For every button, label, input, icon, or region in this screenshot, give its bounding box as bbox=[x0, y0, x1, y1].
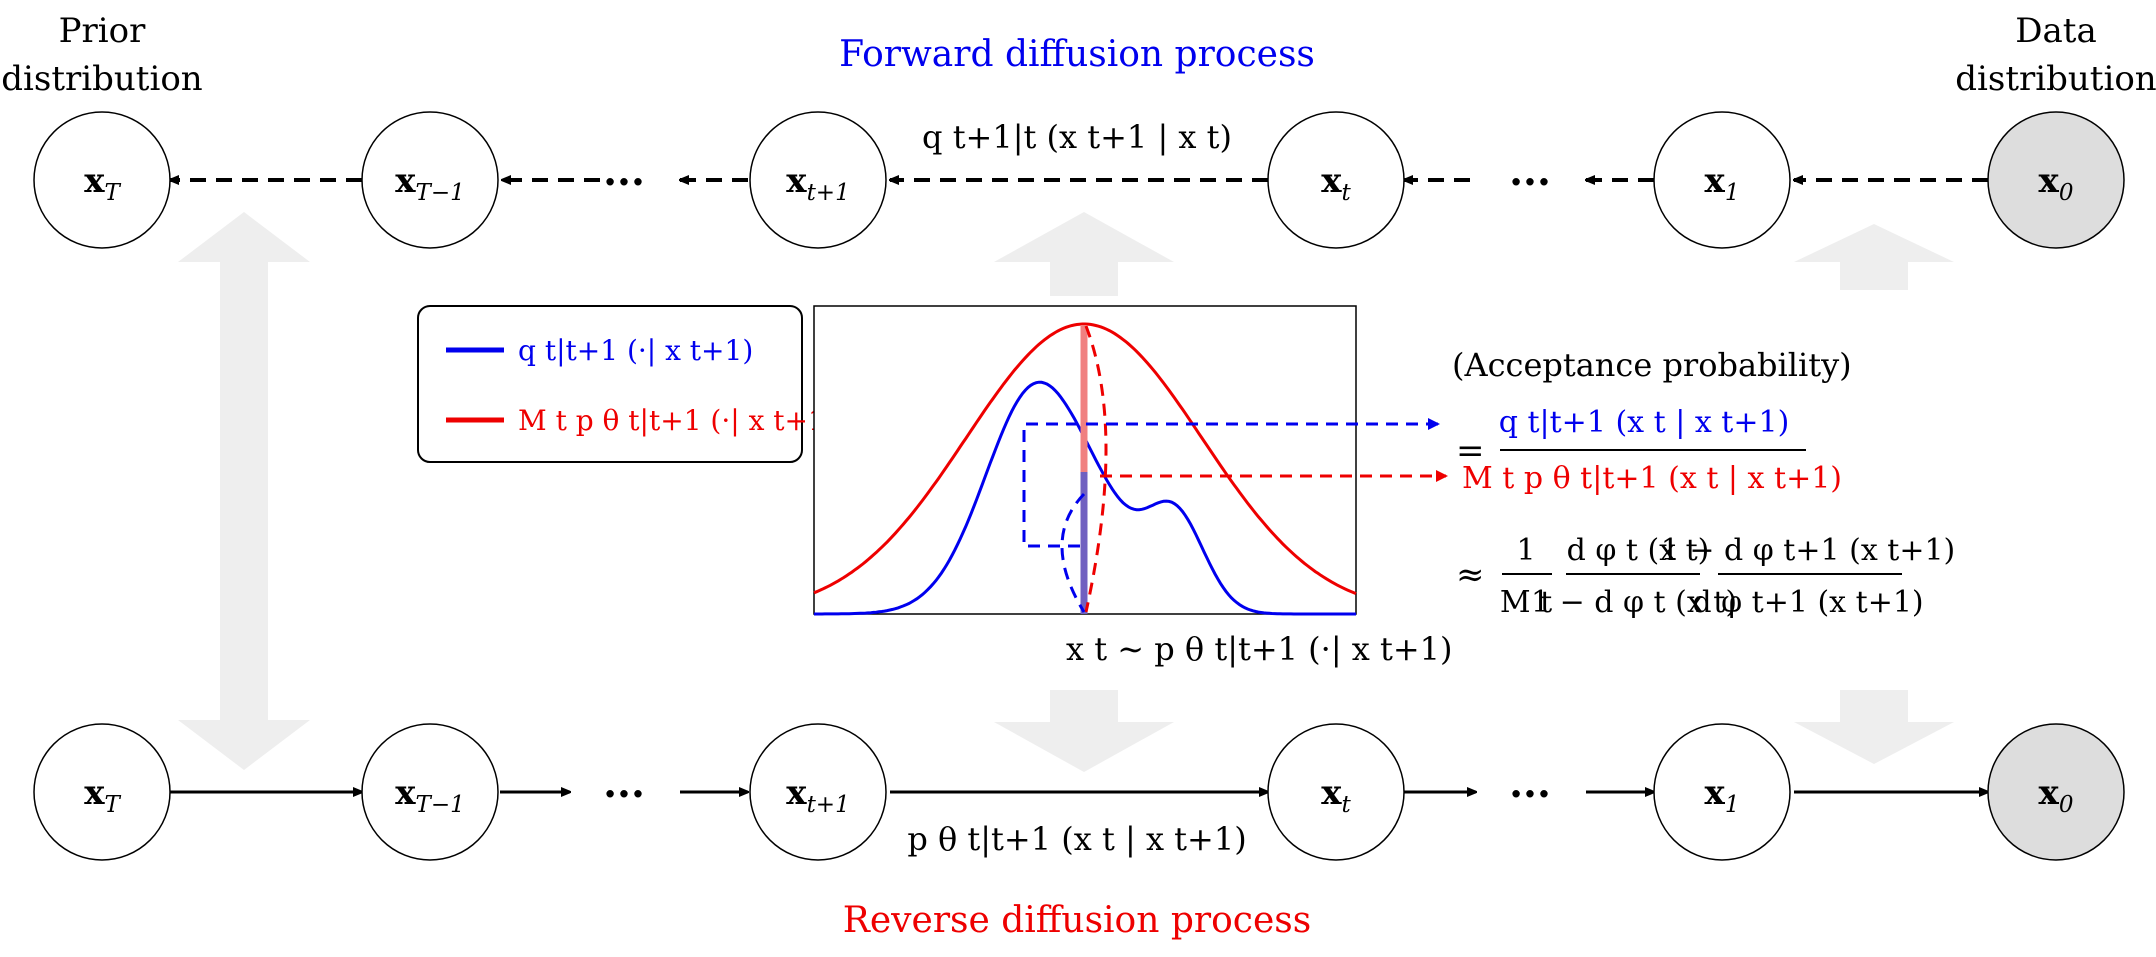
gray-arrows bbox=[178, 212, 1954, 772]
prior-label-line2: distribution bbox=[1, 59, 202, 99]
frac2-numerator: 1 bbox=[1516, 533, 1535, 568]
ellipsis-top-left: ··· bbox=[603, 159, 645, 206]
node-xtp1-bottom: xt+1 bbox=[749, 723, 887, 861]
svg-text:x0: x0 bbox=[2039, 161, 2074, 206]
frac1-numerator: q t|t+1 (x t | x t+1) bbox=[1499, 405, 1790, 440]
forward-kernel-label: q t+1|t (x t+1 | x t) bbox=[922, 118, 1232, 156]
legend: q t|t+1 (·| x t+1) M t p θ t|t+1 (·| x t… bbox=[417, 305, 837, 463]
node-xtp1-top: xt+1 bbox=[749, 111, 887, 249]
up-arrow-center bbox=[994, 212, 1174, 296]
svg-text:xT: xT bbox=[84, 773, 121, 818]
reverse-title: Reverse diffusion process bbox=[843, 900, 1311, 941]
node-xt-top: xt bbox=[1267, 111, 1405, 249]
data-label-line2: distribution bbox=[1955, 59, 2156, 99]
frac4-numerator: 1 − d φ t+1 (x t+1) bbox=[1661, 533, 1956, 568]
top-nodes: xT xT−1 ··· xt+1 xt ··· x1 x0 bbox=[33, 111, 2125, 249]
up-arrow-right bbox=[1794, 224, 1954, 290]
node-x0-top: x0 bbox=[1987, 111, 2125, 249]
acceptance-formula: (Acceptance probability) = q t|t+1 (x t … bbox=[1452, 346, 1955, 620]
svg-text:xT−1: xT−1 bbox=[395, 773, 465, 818]
double-arrow-left bbox=[178, 212, 310, 770]
frac3-denominator: 1 − d φ t (x t) bbox=[1531, 585, 1737, 620]
red-envelope-curve bbox=[813, 322, 1357, 595]
down-arrow-right bbox=[1794, 690, 1954, 764]
ellipsis-bottom-right: ··· bbox=[1509, 771, 1551, 818]
legend-q-entry: q t|t+1 (·| x t+1) bbox=[518, 334, 753, 367]
formula-approx: ≈ bbox=[1456, 555, 1485, 595]
plot-panel bbox=[813, 305, 1448, 616]
svg-text:xt+1: xt+1 bbox=[786, 773, 849, 818]
frac2-denominator: M t bbox=[1500, 585, 1552, 620]
bottom-nodes: xT xT−1 ··· xt+1 xt ··· x1 x0 bbox=[33, 723, 2125, 861]
sample-label: x t ∼ p θ t|t+1 (·| x t+1) bbox=[1066, 630, 1453, 668]
node-x1-top: x1 bbox=[1653, 111, 1791, 249]
svg-text:x1: x1 bbox=[1705, 773, 1740, 818]
forward-title: Forward diffusion process bbox=[839, 34, 1315, 75]
node-xT-top: xT bbox=[33, 111, 171, 249]
svg-text:x1: x1 bbox=[1705, 161, 1740, 206]
down-arrow-center bbox=[994, 690, 1174, 772]
node-x0-bottom: x0 bbox=[1987, 723, 2125, 861]
frac3-numerator: d φ t (x t) bbox=[1567, 533, 1710, 568]
node-xTm1-top: xT−1 bbox=[361, 111, 499, 249]
frac4-denominator: d φ t+1 (x t+1) bbox=[1692, 585, 1923, 620]
svg-text:xT−1: xT−1 bbox=[395, 161, 465, 206]
blue-dashed-arc bbox=[1060, 492, 1086, 613]
node-xt-bottom: xt bbox=[1267, 723, 1405, 861]
data-label-line1: Data bbox=[2015, 11, 2096, 51]
node-xTm1-bottom: xT−1 bbox=[361, 723, 499, 861]
formula-eq: = bbox=[1456, 431, 1485, 471]
svg-text:xT: xT bbox=[84, 161, 121, 206]
svg-text:xt+1: xt+1 bbox=[786, 161, 849, 206]
acceptance-title: (Acceptance probability) bbox=[1452, 346, 1852, 384]
ellipsis-top-right: ··· bbox=[1509, 159, 1551, 206]
frac1-denominator: M t p θ t|t+1 (x t | x t+1) bbox=[1462, 461, 1842, 496]
node-xT-bottom: xT bbox=[33, 723, 171, 861]
node-x1-bottom: x1 bbox=[1653, 723, 1791, 861]
svg-text:xt: xt bbox=[1321, 161, 1351, 206]
red-dashed-arc bbox=[1084, 325, 1108, 613]
prior-label-line1: Prior bbox=[59, 11, 146, 51]
svg-text:xt: xt bbox=[1321, 773, 1351, 818]
legend-p-entry: M t p θ t|t+1 (·| x t+1) bbox=[518, 404, 837, 437]
blue-bracket bbox=[1022, 418, 1440, 548]
ellipsis-bottom-left: ··· bbox=[603, 771, 645, 818]
svg-text:x0: x0 bbox=[2039, 773, 2074, 818]
reverse-kernel-label: p θ t|t+1 (x t | x t+1) bbox=[907, 820, 1246, 858]
